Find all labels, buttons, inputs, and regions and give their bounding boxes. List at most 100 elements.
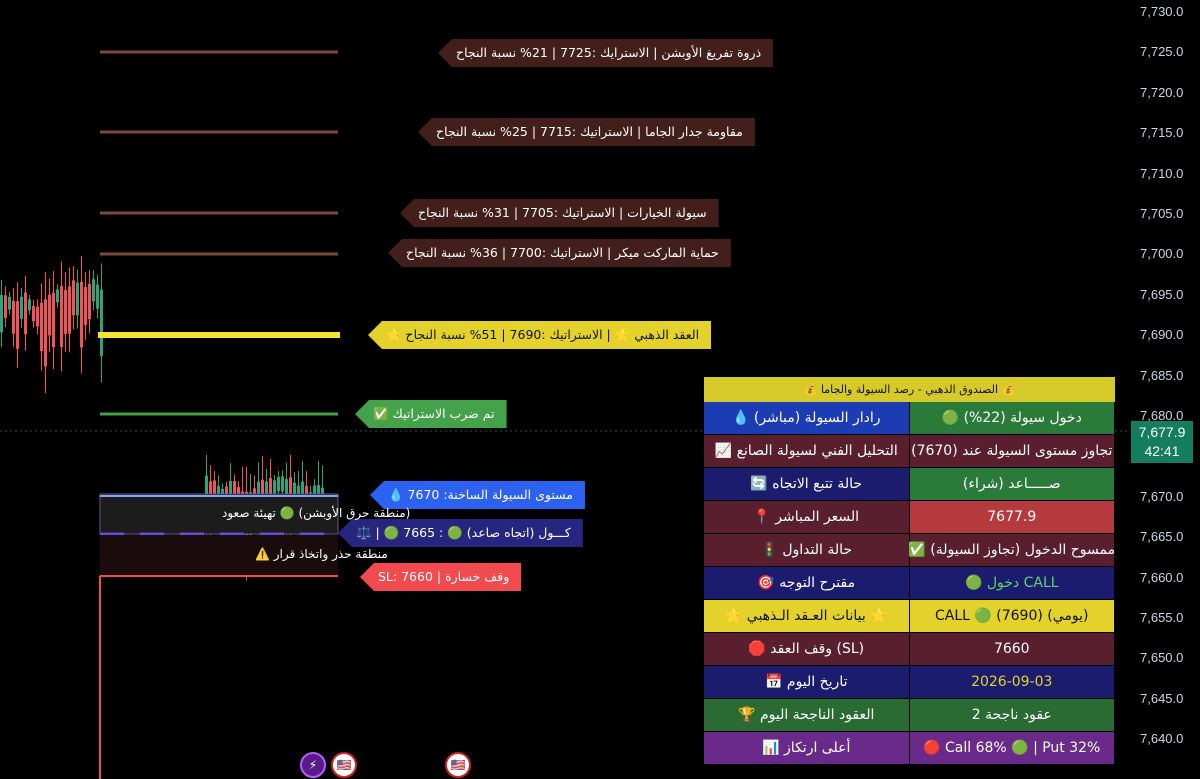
candle: [20, 296, 23, 319]
table-value: CALL دخول 🟢: [909, 567, 1115, 600]
candle: [0, 294, 3, 333]
table-row: التحليل الفني لسيولة الصانع 📈تجاوز مستوى…: [704, 435, 1115, 468]
candle: [64, 289, 67, 335]
candle: [277, 476, 280, 492]
current-price-tag: 7,677.9 42:41: [1131, 421, 1193, 463]
candle: [48, 294, 51, 336]
table-value: 7660: [909, 633, 1115, 666]
candle: [80, 282, 83, 348]
table-row: أعلى ارتكاز 📊Call 68% 🟢 | Put 32% 🔴: [704, 732, 1115, 765]
table-row: السعر المباشر 📍7677.9: [704, 501, 1115, 534]
table-row: 🌟 بيانات العـقد الـذهبي 🌟(يومي) (7690) 🟢…: [704, 600, 1115, 633]
candle: [52, 292, 55, 348]
candle: [225, 486, 228, 499]
table-value: Call 68% 🟢 | Put 32% 🔴: [909, 732, 1115, 765]
stop-loss-label: وقف خسارة | SL: 7660: [360, 563, 522, 591]
price-tick: 7,695.0: [1140, 286, 1184, 302]
candles-layer: [0, 50, 1130, 779]
table-value: (يومي) (7690) 🟢 CALL: [909, 600, 1115, 633]
golden-box-table: 💰 الصندوق الذهبي - رصد السيولة والجاما 💰…: [704, 377, 1115, 765]
table-row: حالة التداول 🚦ممسوح الدخول (تجاوز السيول…: [704, 534, 1115, 567]
table-label: (SL) وقف العقد 🛑: [704, 633, 910, 666]
options-liquidity-label: سيولة الخيارات | الاستراتيك :7705 | 31% …: [400, 199, 719, 227]
price-tick: 7,715.0: [1140, 125, 1184, 141]
hot-liquidity-label: مستوى السيولة الساخنة: 7670 💧: [370, 481, 585, 509]
candle: [96, 284, 99, 309]
price-tick: 7,655.0: [1140, 610, 1184, 625]
price-tick: 7,725.0: [1140, 44, 1184, 60]
candle: [36, 307, 39, 327]
candle: [72, 280, 75, 316]
peak-option-label: ذروة تفريغ الأوبشن | الاسترايك :7725 | 2…: [438, 39, 774, 67]
current-price: 7,677.9: [1138, 424, 1186, 440]
candle: [60, 286, 63, 348]
price-tick: 7,650.0: [1140, 650, 1184, 666]
us-flag-icon[interactable]: 🇺🇸: [445, 752, 471, 778]
candle: [88, 284, 91, 320]
table-value: 7677.9: [909, 501, 1115, 534]
table-row: العقود الناجحة اليوم 🏆عقود ناجحة 2: [704, 699, 1115, 732]
table-value: عقود ناجحة 2: [909, 699, 1115, 732]
candle: [281, 476, 284, 492]
candle: [213, 480, 216, 504]
price-chart[interactable]: ذروة تفريغ الأوبشن | الاسترايك :7725 | 2…: [0, 0, 1130, 779]
candle: [84, 287, 87, 325]
table-row: حالة تتبع الاتجاه 🔄صـــــاعد (شراء): [704, 468, 1115, 501]
golden-contract-label: العقد الذهبي 🌟 | الاستراتيك :7690 | 51% …: [368, 321, 712, 349]
price-tick: 7,720.0: [1140, 84, 1184, 100]
price-tick: 7,640.0: [1140, 731, 1184, 747]
table-row: رادار السيولة (مباشر) 💧دخول سيولة (22%) …: [704, 402, 1115, 435]
call-direction-label: كـــول (اتجاه صاعد) 🟢 : 7665 🟢 | ⚖️: [338, 519, 583, 547]
burn-zone-text: (منطقة حرق الأوبشن) 🟢 تهيئة صعود: [222, 506, 411, 520]
table-label: العقود الناجحة اليوم 🏆: [704, 699, 910, 732]
candle: [12, 301, 15, 334]
table-label: تاريخ اليوم 📅: [704, 666, 910, 699]
gamma-wall-label: مقاومة جدار الجاما | الاستراتيك :7715 | …: [418, 118, 755, 146]
price-tick: 7,690.0: [1140, 327, 1184, 343]
candle: [24, 292, 27, 335]
burn-zone: [99, 493, 339, 535]
strike-hit-label: تم ضرب الاستراتيك ✅: [355, 400, 507, 428]
candle: [100, 289, 103, 356]
candle: [68, 286, 71, 334]
table-row: تاريخ اليوم 📅2026-09-03: [704, 666, 1115, 699]
lightning-icon[interactable]: ⚡: [300, 752, 326, 778]
table-label: أعلى ارتكاز 📊: [704, 732, 910, 765]
table-label: التحليل الفني لسيولة الصانع 📈: [704, 435, 910, 468]
table-label: السعر المباشر 📍: [704, 501, 910, 534]
candle: [76, 282, 79, 316]
table-label: مقترح التوجه 🎯: [704, 567, 910, 600]
price-tick: 7,660.0: [1140, 569, 1184, 585]
candle: [40, 302, 43, 351]
price-tick: 7,730.0: [1140, 4, 1184, 19]
market-maker-label: حماية الماركت ميكر | الاستراتيك :7700 | …: [388, 239, 731, 267]
table-row: (SL) وقف العقد 🛑7660: [704, 633, 1115, 666]
table-label: 🌟 بيانات العـقد الـذهبي 🌟: [704, 600, 910, 633]
price-tick: 7,670.0: [1140, 488, 1184, 504]
price-tick: 7,685.0: [1140, 367, 1184, 383]
table-label: حالة تتبع الاتجاه 🔄: [704, 468, 910, 501]
candle: [28, 299, 31, 311]
table-value: 2026-09-03: [909, 666, 1115, 699]
us-flag-icon[interactable]: 🇺🇸: [331, 752, 357, 778]
caution-zone-text: منطقة حذر واتخاذ قرار ⚠️: [255, 547, 388, 561]
candle: [32, 306, 35, 322]
candle: [16, 301, 19, 349]
table-row: مقترح التوجه 🎯CALL دخول 🟢: [704, 567, 1115, 600]
price-axis[interactable]: 7,730.0 7,725.0 7,720.0 7,715.0 7,710.0 7,705…: [1130, 0, 1200, 779]
table-header: 💰 الصندوق الذهبي - رصد السيولة والجاما 💰: [704, 377, 1115, 402]
candle: [56, 289, 59, 303]
candle: [233, 481, 236, 498]
candle: [8, 296, 11, 310]
table-label: رادار السيولة (مباشر) 💧: [704, 402, 910, 435]
price-tick: 7,700.0: [1140, 246, 1184, 262]
candle: [92, 279, 95, 302]
caution-zone: [100, 535, 338, 577]
table-value: تجاوز مستوى السيولة عند (7670): [909, 435, 1115, 468]
price-tick: 7,680.0: [1140, 408, 1184, 423]
price-tick: 7,705.0: [1140, 206, 1184, 221]
price-tick: 7,645.0: [1140, 690, 1184, 706]
candle: [44, 299, 47, 367]
bar-countdown: 42:41: [1144, 443, 1180, 459]
price-tick: 7,710.0: [1140, 165, 1184, 181]
